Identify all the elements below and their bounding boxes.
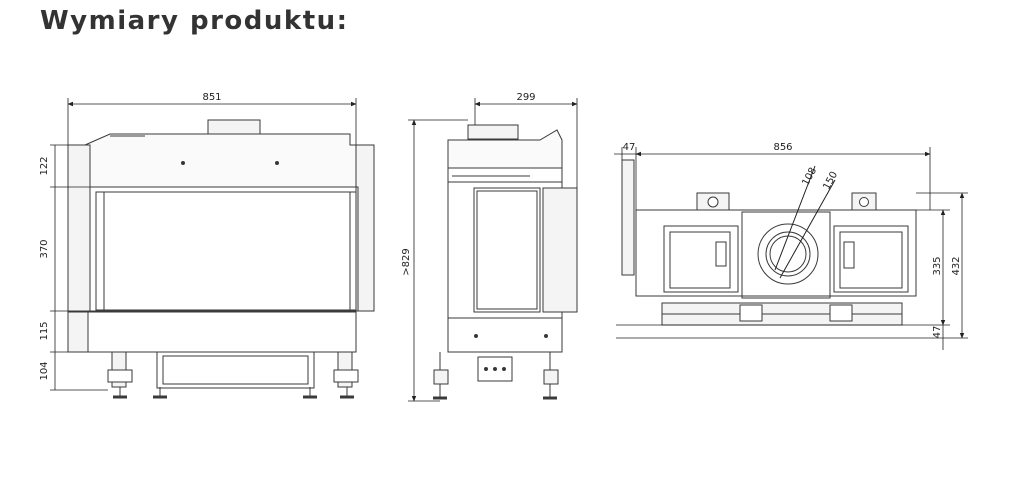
top-depth-total-label: 432: [951, 256, 962, 275]
top-flue-outer-label: 150: [821, 170, 840, 192]
front-right-panel: [355, 144, 375, 312]
front-top-height-label: 122: [39, 156, 50, 175]
top-width-label: 856: [773, 142, 792, 153]
side-view: [433, 124, 578, 400]
front-glass-height-label: 370: [39, 239, 50, 258]
top-back-plate: [621, 159, 635, 276]
top-flue-outer: [757, 223, 819, 285]
front-ash-drawer: [156, 351, 315, 389]
side-flue-collar: [467, 124, 519, 140]
top-center-section: [741, 211, 831, 299]
top-view: [621, 159, 917, 326]
side-ash-box: [477, 356, 513, 382]
top-dimensions: [614, 147, 968, 350]
front-left-panel: [67, 144, 91, 312]
front-base: [87, 311, 357, 353]
front-view: [67, 119, 375, 399]
front-width-label: 851: [202, 92, 221, 103]
front-frame: [89, 186, 359, 312]
top-flue-inner: [765, 231, 811, 277]
top-depth-inner-label: 335: [932, 256, 943, 275]
top-offset-label: 47: [623, 142, 636, 153]
front-dimensions: [50, 98, 357, 391]
side-dimensions: [408, 98, 578, 402]
front-feet-height-label: 104: [39, 361, 50, 380]
side-height-label: >829: [401, 248, 412, 275]
front-base-height-label: 115: [39, 321, 50, 340]
front-glass: [103, 191, 351, 311]
top-flue-inner-label: 108: [800, 166, 819, 188]
top-offset-bottom-label: 47: [932, 326, 943, 339]
side-glass: [473, 187, 541, 313]
side-depth-label: 299: [516, 92, 535, 103]
front-top-housing: [84, 133, 373, 188]
page-title: Wymiary produktu:: [40, 6, 349, 36]
top-left-chamber: [663, 225, 739, 293]
top-main-body: [635, 209, 917, 297]
top-right-chamber: [833, 225, 909, 293]
